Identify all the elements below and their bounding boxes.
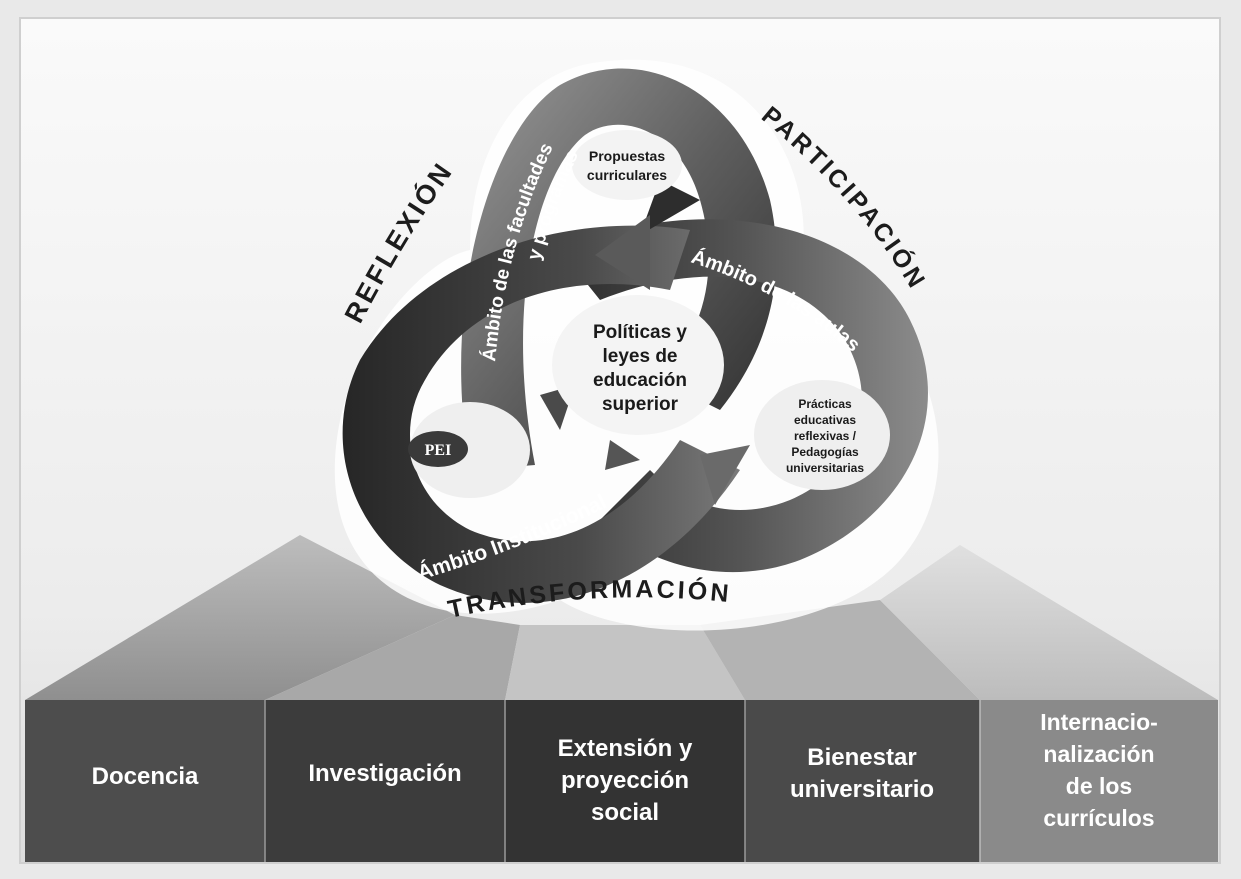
pillar-label-investigacion: Investigación	[308, 760, 461, 787]
pillar-label-extension-3: social	[591, 799, 659, 826]
pillar-label-bienestar-2: universitario	[790, 776, 934, 803]
platform-face-4	[700, 600, 980, 700]
arrow-head-institucional	[700, 445, 750, 505]
platform-face-2	[265, 615, 520, 700]
text-politicas-2: leyes de	[603, 346, 678, 367]
text-practicas-4: Pedagogías	[791, 445, 859, 459]
platform-face-5	[880, 545, 1218, 700]
center-area	[552, 295, 724, 435]
pillar-label-bienestar-1: Bienestar	[807, 744, 916, 771]
pillar-extension	[505, 700, 745, 862]
text-politicas-1: Políticas y	[593, 322, 687, 343]
pillar-label-internacionalizacion-4: currículos	[1043, 805, 1154, 831]
pillar-label-docencia: Docencia	[92, 763, 199, 790]
right-lobe	[754, 380, 890, 490]
pillar-label-extension-2: proyección	[561, 767, 689, 794]
arrow-head-aulas	[595, 215, 650, 290]
pillar-label-internacionalizacion-2: nalización	[1043, 741, 1154, 767]
arrow-head-center-3	[605, 440, 640, 470]
text-practicas-2: educativas	[794, 413, 856, 427]
pillar-label-extension-1: Extensión y	[558, 735, 693, 762]
text-practicas-3: reflexivas /	[794, 429, 857, 443]
platform	[25, 535, 1218, 700]
pei-badge	[408, 431, 468, 467]
pillar-investigacion	[265, 700, 505, 862]
loop-institucional	[342, 225, 740, 603]
pillar-label-internacionalizacion-1: Internacio-	[1040, 709, 1158, 735]
text-practicas-1: Prácticas	[798, 397, 852, 411]
platform-face-1	[25, 535, 455, 700]
pei-label: PEI	[425, 442, 452, 459]
text-practicas-5: universitarias	[786, 461, 864, 475]
pillar-label-internacionalizacion-3: de los	[1066, 773, 1132, 799]
pillar-docencia	[25, 700, 265, 862]
left-lobe	[410, 402, 530, 498]
top-lobe	[572, 130, 682, 200]
pillar-bienestar	[745, 700, 980, 862]
pillar-internacionalizacion	[980, 700, 1218, 862]
text-propuestas-1: Propuestas	[589, 148, 665, 164]
trefoil-knot	[334, 59, 939, 631]
platform-face-3	[505, 625, 745, 700]
pillars: Docencia Investigación Extensión y proye…	[25, 700, 1218, 862]
text-politicas-3: educación	[593, 370, 687, 391]
text-propuestas-2: curriculares	[587, 167, 667, 183]
text-politicas-4: superior	[602, 394, 679, 415]
